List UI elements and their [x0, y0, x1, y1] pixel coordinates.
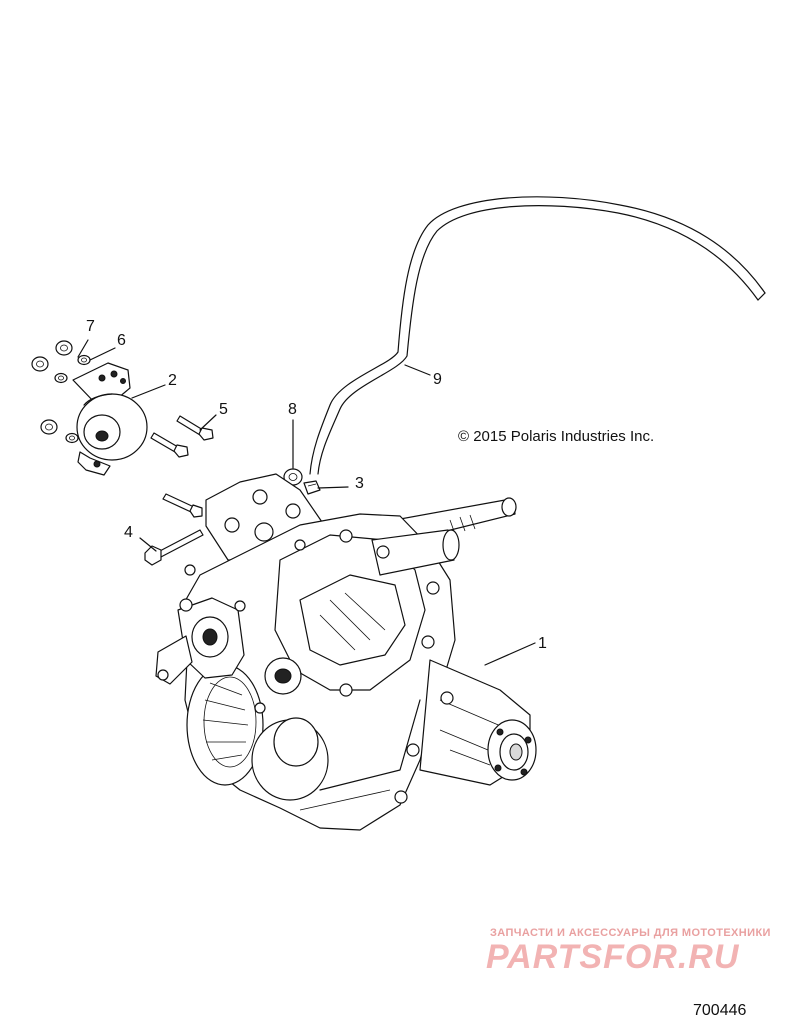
- transmission-part-1: [155, 473, 537, 831]
- callout-2: 2: [168, 372, 177, 389]
- callout-4: 4: [124, 524, 133, 541]
- callout-3: 3: [355, 475, 364, 492]
- callout-5: 5: [219, 401, 228, 418]
- washer-part-6: [54, 354, 91, 444]
- diagram-id: 700446: [693, 1002, 747, 1019]
- callout-8: 8: [288, 401, 297, 418]
- callout-1: 1: [538, 635, 547, 652]
- callout-9: 9: [433, 371, 442, 388]
- watermark-brand: PARTSFOR.RU: [486, 938, 740, 976]
- callout-7: 7: [86, 318, 95, 335]
- copyright-notice: © 2015 Polaris Industries Inc.: [458, 428, 655, 445]
- bolt-part-4: [144, 493, 204, 566]
- vent-hose: [309, 196, 766, 475]
- bolt-part-5: [150, 415, 214, 458]
- watermark-tagline: ЗАПЧАСТИ И АКСЕССУАРЫ ДЛЯ МОТОТЕХНИКИ: [490, 927, 771, 939]
- clamp-part-3: [303, 480, 321, 495]
- leader-lines: [77, 339, 536, 666]
- callout-6: 6: [117, 332, 126, 349]
- lock-nut-part-7: [31, 340, 73, 435]
- mount-bracket-part-2: [72, 362, 148, 476]
